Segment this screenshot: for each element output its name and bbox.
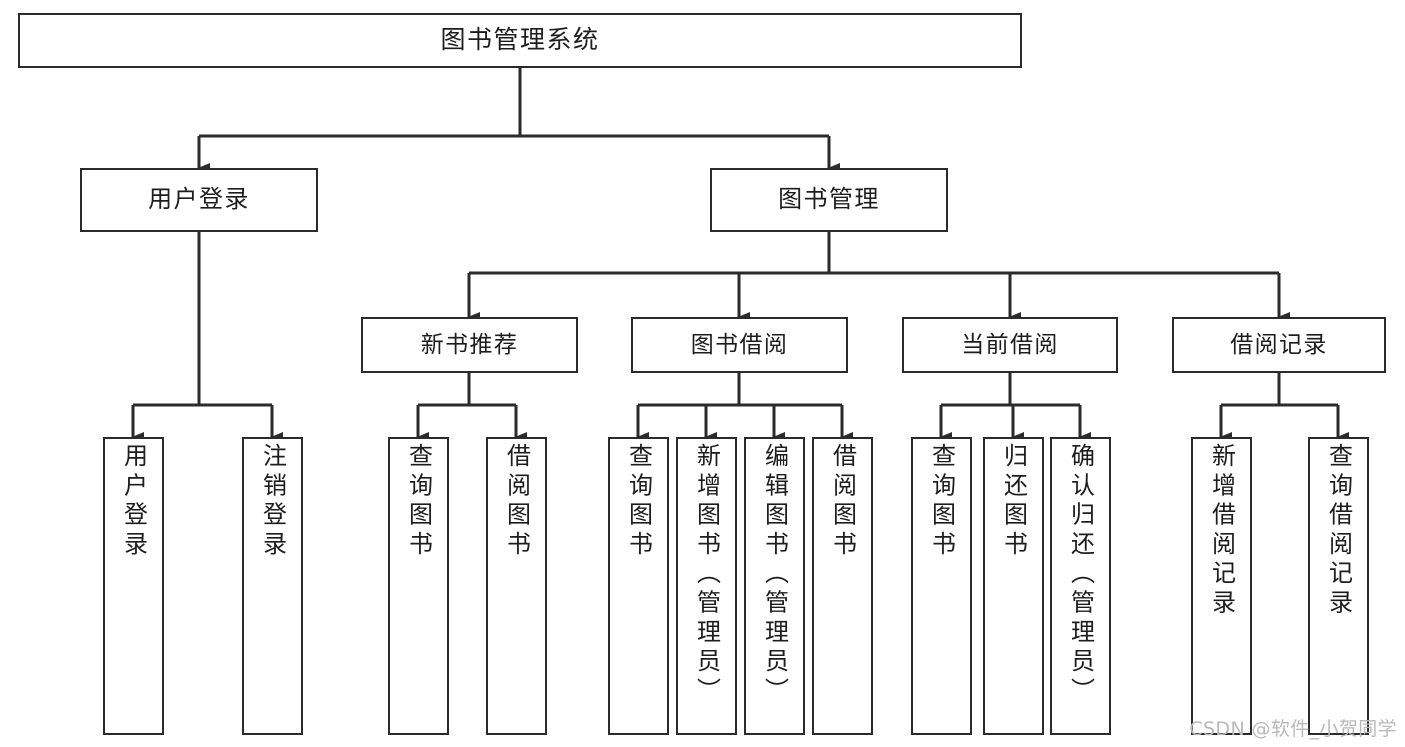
node-label: 借阅记录 — [1230, 331, 1328, 358]
node-label: 查询借阅记录 — [1324, 443, 1353, 619]
node-label: 新增图书（管理员） — [692, 443, 721, 707]
node-level3-2[interactable]: 当前借阅 — [902, 317, 1118, 373]
node-leaf-7[interactable]: 借阅图书 — [812, 437, 873, 735]
node-label: 查询图书 — [927, 443, 956, 561]
node-label: 借阅图书 — [828, 443, 857, 561]
node-label: 新增借阅记录 — [1207, 443, 1236, 619]
node-label: 查询图书 — [404, 443, 433, 561]
node-level3-1[interactable]: 图书借阅 — [631, 317, 848, 373]
watermark-text: CSDN @软件_小贺同学 — [1189, 718, 1397, 740]
node-leaf-3[interactable]: 借阅图书 — [486, 437, 547, 735]
node-label: 新书推荐 — [420, 331, 519, 358]
node-label: 用户登录 — [119, 443, 148, 561]
node-label: 图书借阅 — [690, 331, 789, 358]
node-level3-3[interactable]: 借阅记录 — [1172, 317, 1386, 373]
node-leaf-9[interactable]: 归还图书 — [983, 437, 1044, 735]
node-label: 用户登录 — [148, 185, 250, 214]
node-label: 编辑图书（管理员） — [760, 443, 789, 707]
node-level2-0[interactable]: 用户登录 — [80, 168, 318, 232]
node-leaf-4[interactable]: 查询图书 — [608, 437, 669, 735]
node-leaf-11[interactable]: 新增借阅记录 — [1191, 437, 1252, 735]
node-label: 确认归还（管理员） — [1066, 443, 1095, 707]
node-leaf-5[interactable]: 新增图书（管理员） — [676, 437, 737, 735]
node-leaf-10[interactable]: 确认归还（管理员） — [1050, 437, 1111, 735]
node-leaf-8[interactable]: 查询图书 — [911, 437, 972, 735]
node-label: 归还图书 — [999, 443, 1028, 561]
node-leaf-1[interactable]: 注销登录 — [242, 437, 303, 735]
node-leaf-0[interactable]: 用户登录 — [103, 437, 164, 735]
node-label: 当前借阅 — [961, 331, 1059, 358]
node-leaf-12[interactable]: 查询借阅记录 — [1308, 437, 1369, 735]
node-root[interactable]: 图书管理系统 — [18, 13, 1022, 68]
node-level3-0[interactable]: 新书推荐 — [361, 317, 578, 373]
node-level2-1[interactable]: 图书管理 — [710, 168, 948, 232]
node-leaf-6[interactable]: 编辑图书（管理员） — [744, 437, 805, 735]
node-label: 图书管理 — [778, 185, 880, 214]
node-label: 注销登录 — [258, 443, 287, 561]
node-label: 查询图书 — [624, 443, 653, 561]
node-label: 借阅图书 — [502, 443, 531, 561]
node-label: 图书管理系统 — [440, 25, 600, 55]
node-leaf-2[interactable]: 查询图书 — [388, 437, 449, 735]
